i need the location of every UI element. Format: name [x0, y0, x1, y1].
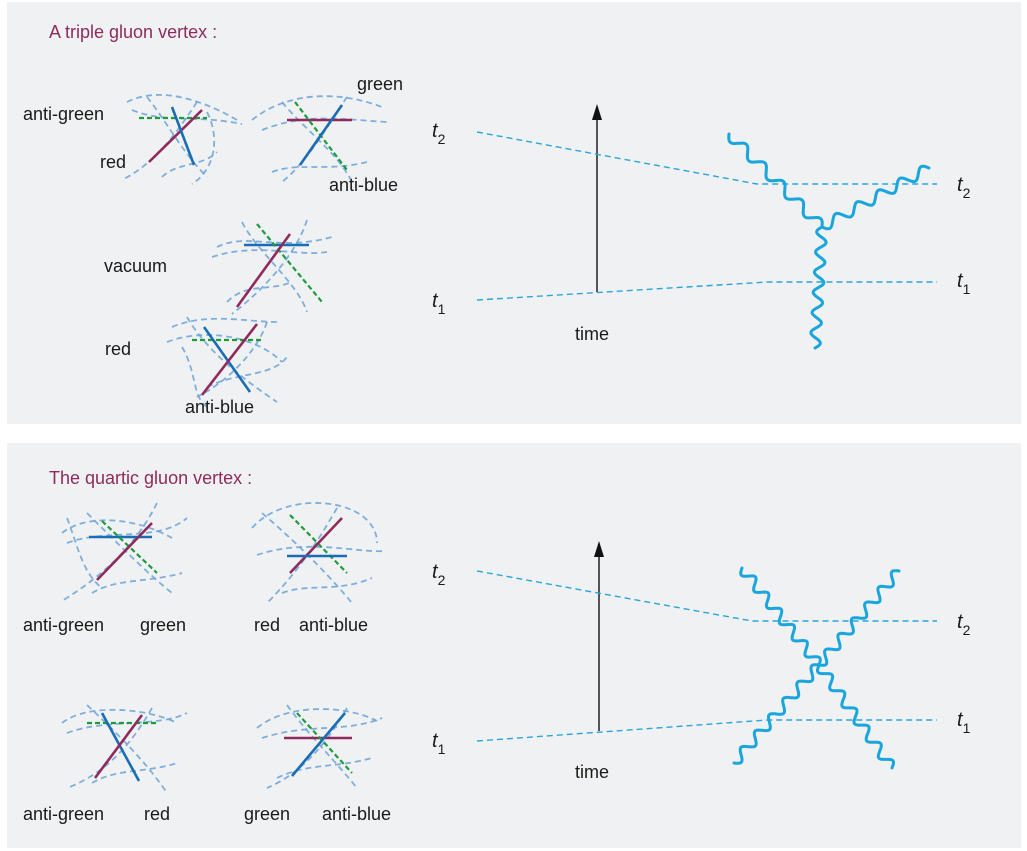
cluster-vacuum [212, 220, 332, 314]
cluster-anti-green-red [122, 95, 242, 184]
gluon-top-right [819, 571, 899, 666]
t1-left: t1 [432, 290, 445, 317]
label-anti-green: anti-green [23, 104, 104, 125]
cluster-green-anti-blue-2 [257, 705, 382, 788]
cluster-anti-green-green [62, 503, 187, 601]
gluon-right [822, 166, 929, 229]
label-green: green [357, 74, 403, 95]
quartic-vertex-panel: The quartic gluon vertex : anti-green gr… [7, 443, 1021, 848]
t1-left-2: t1 [432, 730, 445, 757]
t1-right-2: t1 [957, 709, 970, 736]
label-red-q2: red [254, 615, 280, 636]
label-anti-blue: anti-blue [329, 175, 398, 196]
label-red-2: red [105, 339, 131, 360]
triple-vertex-title: A triple gluon vertex : [49, 22, 217, 43]
time-slice-t2 [477, 132, 937, 184]
time-slice-t1 [477, 282, 937, 300]
triple-vertex-diagram [7, 2, 1021, 424]
label-anti-blue-2: anti-blue [185, 397, 254, 418]
t1-right: t1 [957, 270, 970, 297]
gluon-left [729, 134, 822, 227]
time-arrow-icon-2 [594, 541, 604, 557]
t2-left-2: t2 [432, 561, 445, 588]
cluster-anti-green-red-2 [62, 705, 187, 793]
label-green-q4: green [244, 804, 290, 825]
label-green-q1: green [140, 615, 186, 636]
gluon-bottom [811, 227, 826, 348]
t2-left: t2 [432, 120, 445, 147]
cluster-red-anti-blue-quartic [252, 503, 385, 603]
quartic-vertex-title: The quartic gluon vertex : [49, 468, 252, 489]
quartic-time-diagram [477, 541, 937, 768]
triple-time-diagram [477, 104, 937, 348]
label-anti-green-q1: anti-green [23, 615, 104, 636]
time-label: time [575, 324, 609, 345]
cluster-red-anti-blue [167, 317, 287, 407]
gluon-bottom-right [818, 665, 894, 768]
t2-right: t2 [957, 174, 970, 201]
label-vacuum: vacuum [104, 256, 167, 277]
gluon-bottom-left [734, 665, 819, 764]
triple-vertex-panel: A triple gluon vertex : anti-green red g… [7, 2, 1021, 424]
label-anti-blue-q2: anti-blue [299, 615, 368, 636]
label-red-q3: red [144, 804, 170, 825]
gluon-top-left [741, 568, 821, 665]
t2-right-2: t2 [957, 611, 970, 638]
time-arrow-icon [592, 104, 602, 120]
cluster-green-anti-blue [252, 96, 387, 182]
time-label-2: time [575, 762, 609, 783]
label-red: red [100, 152, 126, 173]
quartic-vertex-diagram [7, 443, 1021, 848]
label-anti-green-q3: anti-green [23, 804, 104, 825]
label-anti-blue-q4: anti-blue [322, 804, 391, 825]
